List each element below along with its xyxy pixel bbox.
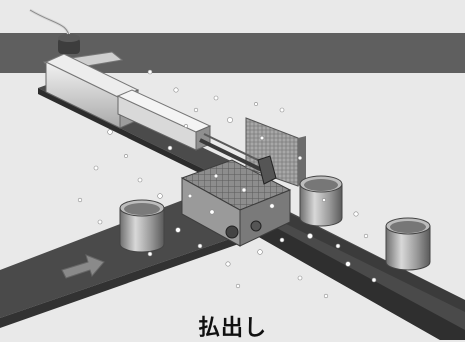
droplets [77,69,377,299]
cup-workpiece [299,175,343,227]
caption-label: 払出し [197,316,267,341]
cup-workpiece [385,217,431,271]
flow-arrow [61,254,105,279]
cup-workpiece [119,199,165,253]
pusher-cylinder [43,51,277,185]
cable [29,8,80,54]
